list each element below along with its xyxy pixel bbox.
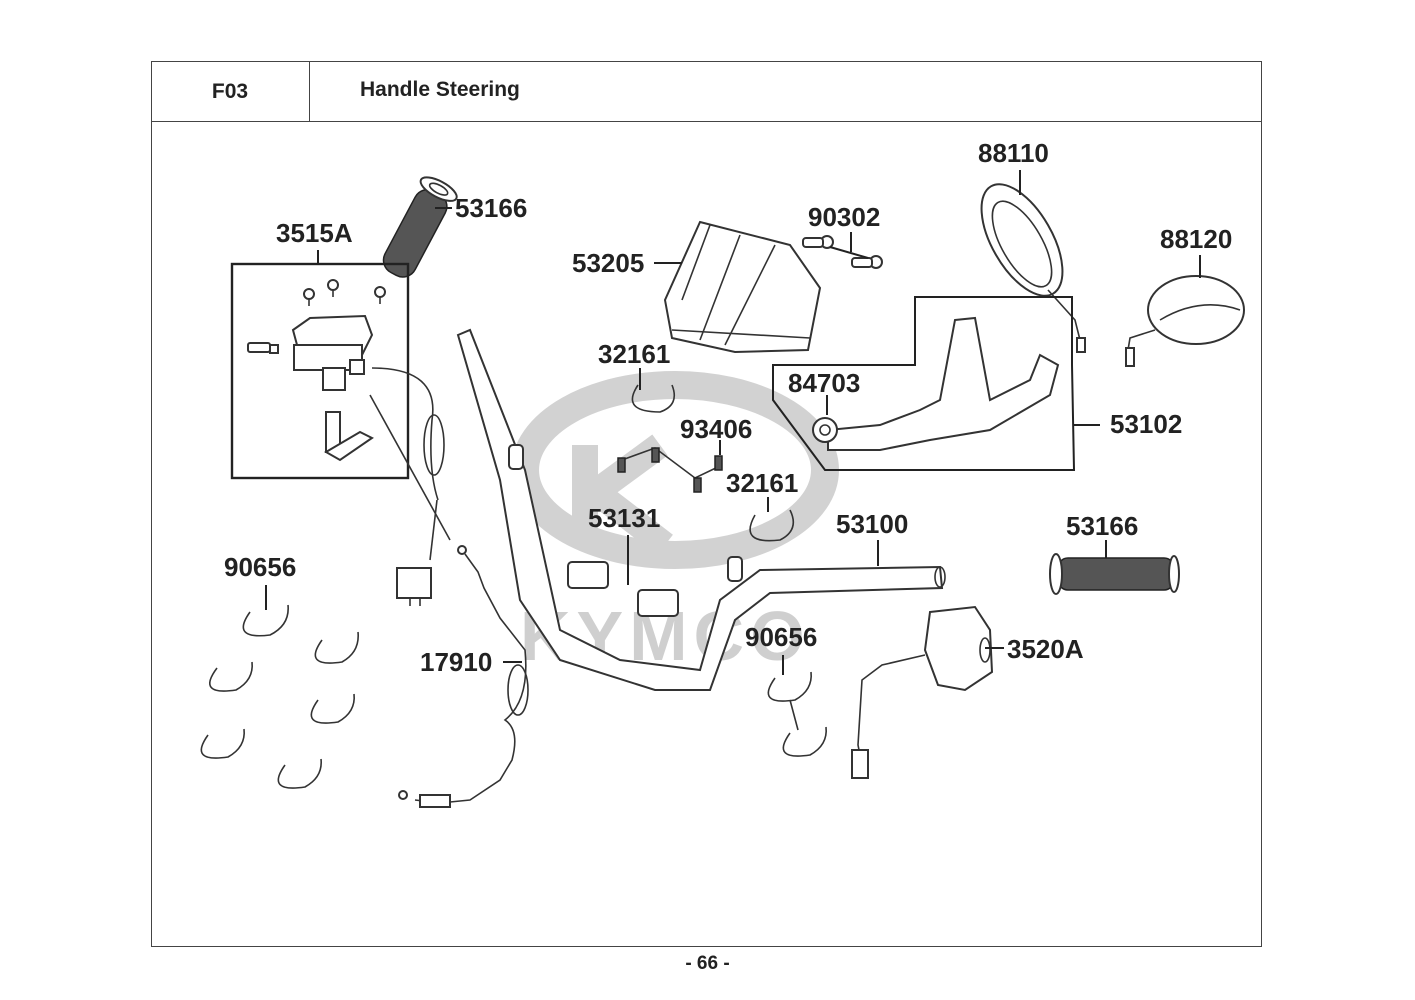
- part-label-53205: 53205: [572, 248, 644, 278]
- part-label-3515A: 3515A: [276, 218, 353, 248]
- section-title: Handle Steering: [360, 78, 520, 101]
- part-label-88120: 88120: [1160, 224, 1232, 254]
- part-label-17910: 17910: [420, 647, 492, 677]
- throttle-cable[interactable]: [398, 545, 529, 808]
- part-label-53100: 53100: [836, 509, 908, 539]
- handlebar-cover[interactable]: [654, 220, 822, 354]
- cable-band-lower[interactable]: [749, 497, 795, 542]
- diagram-frame: [151, 61, 1262, 947]
- page-number: - 66 -: [685, 953, 730, 974]
- cable-bands-left[interactable]: [200, 585, 359, 789]
- right-grip[interactable]: [1049, 540, 1180, 595]
- part-label-90656-left: 90656: [224, 552, 296, 582]
- part-label-53102: 53102: [1110, 409, 1182, 439]
- cable-band-upper[interactable]: [631, 368, 676, 413]
- part-label-3520A: 3520A: [1007, 634, 1084, 664]
- header-divider: [151, 121, 1262, 122]
- screws[interactable]: [617, 440, 723, 493]
- right-mirror[interactable]: [965, 170, 1086, 353]
- part-label-90656-center: 90656: [745, 622, 817, 652]
- part-label-84703: 84703: [788, 368, 860, 398]
- bolts[interactable]: [802, 232, 883, 269]
- section-code: F03: [151, 61, 310, 122]
- brake-master-cylinder[interactable]: [230, 250, 451, 606]
- left-grip[interactable]: [376, 173, 460, 284]
- part-label-53131: 53131: [588, 503, 660, 533]
- handlebar-holders[interactable]: [567, 535, 679, 617]
- handle-switch[interactable]: [851, 605, 1004, 779]
- cable-bands-center[interactable]: [767, 655, 827, 757]
- meter-bracket-assembly[interactable]: [772, 296, 1100, 471]
- handlebar[interactable]: [456, 328, 946, 691]
- part-label-53166-left: 53166: [455, 193, 527, 223]
- left-mirror[interactable]: [1125, 255, 1245, 367]
- part-label-53166-right: 53166: [1066, 511, 1138, 541]
- part-label-32161-upper: 32161: [598, 339, 670, 369]
- part-label-32161-lower: 32161: [726, 468, 798, 498]
- part-label-93406: 93406: [680, 414, 752, 444]
- part-label-90302: 90302: [808, 202, 880, 232]
- part-label-88110: 88110: [978, 138, 1049, 168]
